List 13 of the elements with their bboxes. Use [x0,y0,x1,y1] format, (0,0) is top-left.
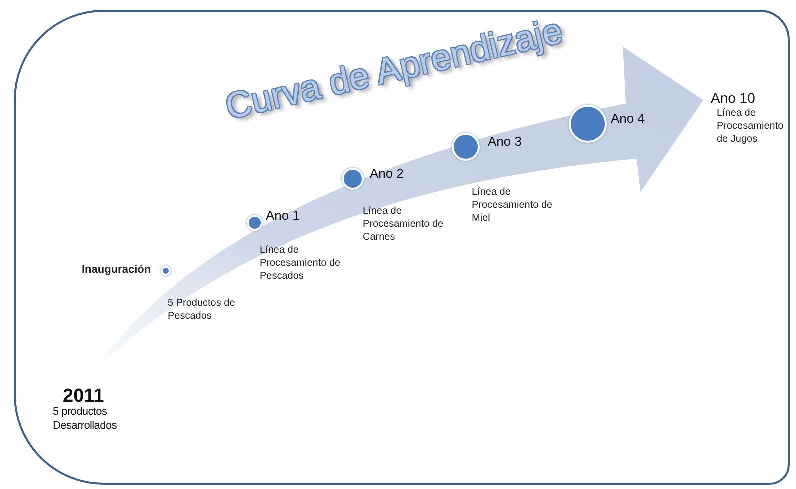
milestone-description: Línea de Procesamiento de Pescados [260,244,342,283]
milestone-title: Ano 4 [611,110,646,128]
milestone-description: Línea de Procesamiento de Carnes [363,205,445,244]
milestone-title: Inauguración [82,263,152,278]
milestone-title: Ano 3 [488,133,523,151]
milestone-description: 5 Productos de Pescados [168,297,236,323]
year-label: 2011 [63,385,106,407]
milestone-description: Línea de Procesamiento de Jugos [717,107,785,146]
milestone-description: 5 productos Desarrollados [53,405,118,433]
year-label: Ano 10 [711,89,756,108]
milestone-description: Línea de Procesamiento de Miel [472,186,554,225]
milestone-title: Ano 2 [370,165,405,183]
milestone-title: Ano 1 [266,207,301,225]
